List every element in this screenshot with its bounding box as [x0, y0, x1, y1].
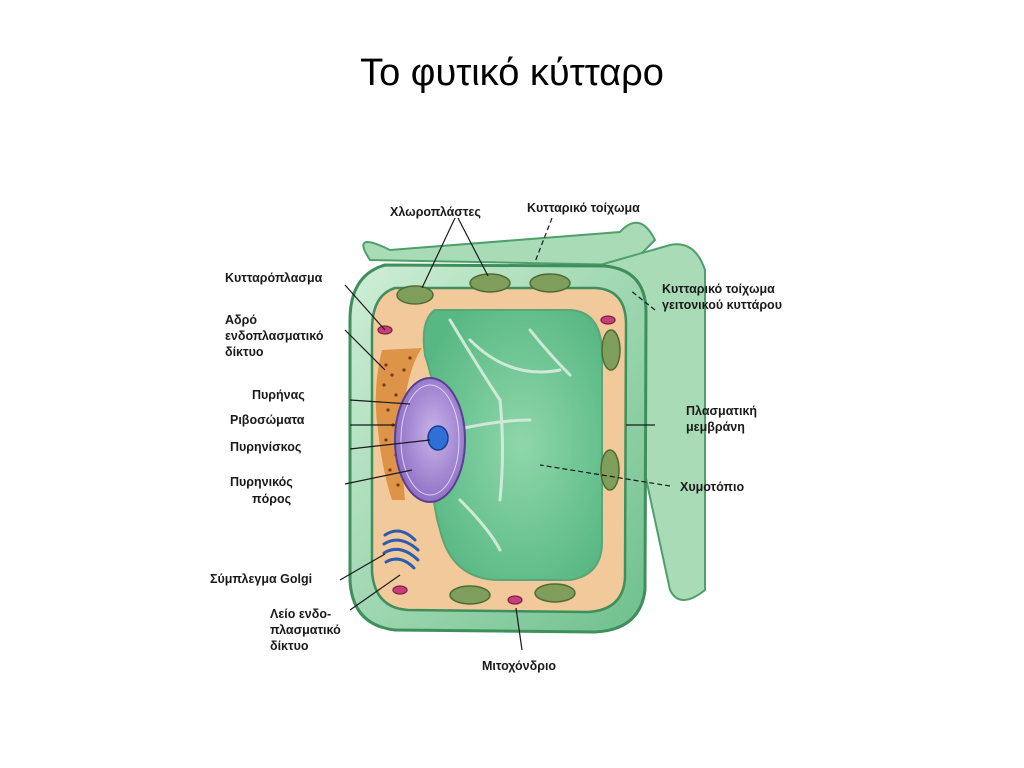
nuclear-envelope: [400, 384, 460, 496]
leader-nucleolus: [349, 439, 431, 450]
label-nucleus: Πυρήνας: [252, 388, 305, 402]
slide-title: Το φυτικό κύτταρο: [360, 52, 664, 94]
label-neighbor-wall-2: γειτονικού κυττάρου: [662, 298, 782, 312]
leader-rough-er: [344, 329, 386, 371]
label-chloroplasts: Χλωροπλάστες: [390, 205, 481, 219]
leader-cytoplasm: [344, 284, 386, 331]
label-nucleolus: Πυρηνίσκος: [230, 440, 301, 454]
label-cell-wall: Κυτταρικό τοίχωμα: [527, 201, 640, 215]
leader-nucleus: [349, 399, 411, 405]
golgi-apparatus: [382, 529, 420, 570]
leader-chloroplasts-a: [421, 217, 456, 289]
nucleolus: [427, 425, 449, 451]
label-cytoplasm: Κυτταρόπλασμα: [225, 271, 323, 285]
label-nuclear-pore-1: Πυρηνικός: [230, 475, 293, 489]
label-vacuole: Χυμοτόπιο: [680, 480, 744, 494]
label-rough-er-2: ενδοπλασματικό: [225, 329, 324, 343]
label-neighbor-wall-1: Κυτταρικό τοίχωμα: [662, 282, 775, 296]
leader-mitochondrion: [515, 607, 523, 651]
chloroplasts: [396, 273, 621, 605]
neighbor-cell-wall: [362, 221, 657, 267]
leader-golgi: [339, 553, 386, 581]
plant-cell-figure: Χλωροπλάστες Κυτταρικό τοίχωμα Κυτταρόπλ…: [200, 170, 840, 690]
leader-nuclear-pore: [344, 469, 413, 485]
leader-smooth-er: [349, 574, 401, 611]
label-rough-er-3: δίκτυο: [225, 345, 264, 359]
label-smooth-er-3: δίκτυο: [270, 639, 309, 653]
label-smooth-er-2: πλασματικό: [270, 623, 341, 637]
leader-vacuole: [539, 464, 671, 487]
leader-chloroplasts-b: [457, 217, 489, 277]
leader-neighbor-wall: [629, 289, 656, 311]
label-mitochondrion: Μιτοχόνδριο: [482, 659, 556, 673]
label-plasma-membrane-1: Πλασματική: [686, 404, 757, 418]
label-rough-er-1: Αδρό: [225, 313, 257, 327]
label-ribosomes: Ριβοσώματα: [230, 413, 305, 427]
label-smooth-er-1: Λείο ενδο-: [270, 607, 331, 621]
plant-cell-diagram: Χλωροπλάστες Κυτταρικό τοίχωμα Κυτταρόπλ…: [210, 201, 782, 673]
label-golgi: Σύμπλεγμα Golgi: [210, 572, 312, 586]
label-nuclear-pore-2: πόρος: [252, 492, 291, 506]
label-plasma-membrane-2: μεμβράνη: [686, 420, 745, 434]
